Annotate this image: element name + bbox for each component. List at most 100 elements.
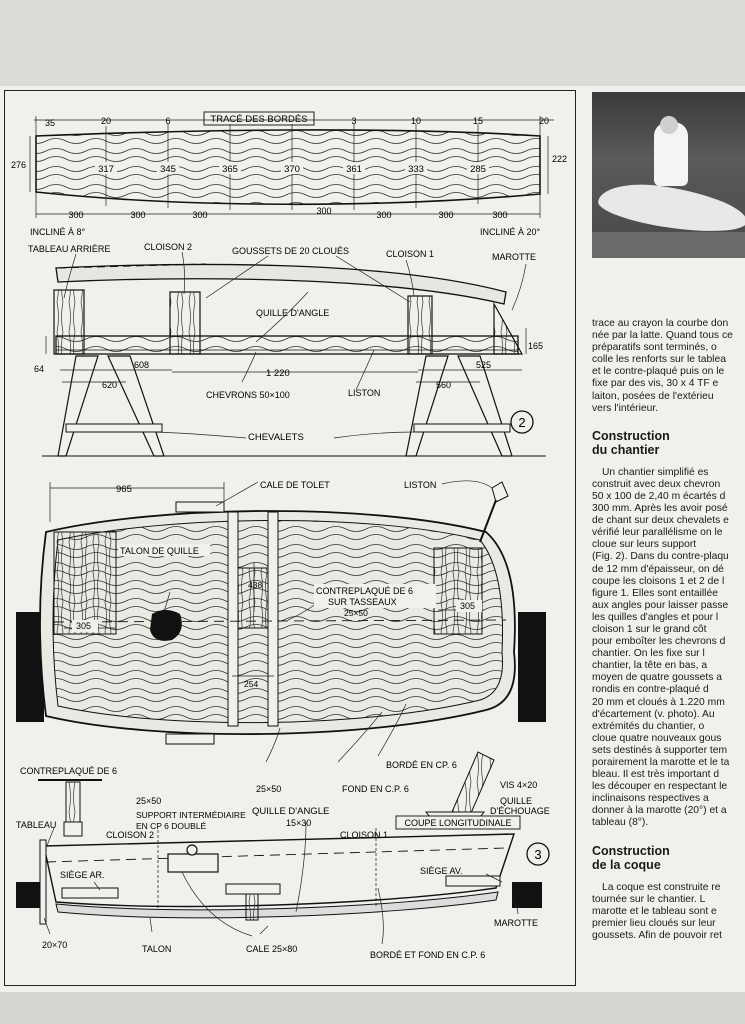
article-line: fixe par des vis, 30 x 4 TF e bbox=[592, 378, 719, 390]
fig3-borde-cp: BORDÉ EN CP. 6 bbox=[386, 760, 457, 770]
article-line: inclinaisons respectives a bbox=[592, 793, 709, 805]
fig2-liston: LISTON bbox=[348, 388, 380, 398]
fig1-top-dim: 3 bbox=[351, 116, 356, 126]
fig1-incline-left: INCLINÉ À 8° bbox=[30, 227, 86, 237]
fig1-spacing: 300 bbox=[492, 210, 507, 220]
fig3-contreplaque-tasseaux: CONTREPLAQUÉ DE 6 bbox=[316, 586, 413, 596]
scan-bottom-margin bbox=[0, 992, 745, 1024]
fig2-marotte: MAROTTE bbox=[492, 252, 536, 262]
drawing-frame bbox=[4, 90, 576, 986]
fig3-support1: SUPPORT INTERMÉDIAIRE bbox=[136, 810, 246, 820]
fig3-d25x50a: 25×50 bbox=[344, 608, 368, 618]
article-line: 20 mm et cloués à 1.220 mm bbox=[592, 696, 725, 708]
section-heading: Construction bbox=[592, 843, 670, 858]
fig3-coupe: COUPE LONGITUDINALE bbox=[404, 818, 511, 828]
article-line: figure 1. Elles sont entaillée bbox=[592, 587, 718, 599]
article-line: de 12 mm d'épaisseur, on dé bbox=[592, 563, 724, 575]
scan-top-margin bbox=[0, 0, 745, 86]
article-line: moyen de quatre goussets a bbox=[592, 672, 722, 684]
fig2-quille: QUILLE D'ANGLE bbox=[256, 308, 329, 318]
fig3-cloison1: CLOISON 1 bbox=[340, 830, 388, 840]
fig3-liston: LISTON bbox=[404, 480, 436, 490]
boat-photo bbox=[592, 92, 745, 258]
article-line: (Fig. 2). Dans du contre-plaqu bbox=[592, 551, 729, 563]
article-line: les quilles d'angles et pour l bbox=[592, 611, 719, 623]
fig2-d165: 165 bbox=[528, 341, 543, 351]
fig1-spacing: 300 bbox=[130, 210, 145, 220]
fig3-d20x70: 20×70 bbox=[42, 940, 67, 950]
fig1-title: TRACÉ DES BORDÉS bbox=[210, 114, 307, 125]
section-heading: de la coque bbox=[592, 857, 661, 872]
fig2-tableau: TABLEAU ARRIÈRE bbox=[28, 244, 110, 254]
article-line: trace au crayon la courbe don bbox=[592, 318, 729, 329]
article-line: 50 x 100 de 2,40 m écartés d bbox=[592, 490, 726, 502]
fig1-height: 345 bbox=[160, 164, 176, 175]
article-line: cloue quatre nouveaux gous bbox=[592, 732, 722, 744]
article-line: marotte et le tableau sont e bbox=[592, 905, 717, 917]
article-line: colle les renforts sur le tablea bbox=[592, 354, 726, 366]
article-line: premier lieu cloués sur leur bbox=[592, 917, 716, 929]
article-line: donner à la marotte (20°) et a bbox=[592, 805, 727, 817]
fig3-siege-av: SIÈGE AV. bbox=[420, 866, 463, 876]
fig3-quille-echouage-1: QUILLE bbox=[500, 796, 532, 806]
fig3-tableau: TABLEAU bbox=[16, 820, 56, 830]
fig1-top-dim: 20 bbox=[539, 116, 549, 126]
figure-3-coque: 3 965 CALE DE TOLET LISTON TALON DE QUIL… bbox=[16, 480, 550, 960]
fig1-top-dim: 10 bbox=[411, 116, 421, 126]
fig3-vis: VIS 4×20 bbox=[500, 780, 537, 790]
fig1-top-dim: 6 bbox=[165, 116, 170, 126]
article-line: vers l'intérieur. bbox=[592, 402, 659, 414]
fig1-spacing: 300 bbox=[192, 210, 207, 220]
article-line: rondis en contre-plaqué d bbox=[592, 684, 709, 696]
figure-2-chantier: 2 TABLEAU ARRIÈRE CLOISON 2 GOUSSETS DE … bbox=[28, 242, 546, 457]
fig1-height: 370 bbox=[284, 164, 300, 175]
article-line: née par la latte. Quand tous ce bbox=[592, 330, 733, 342]
article-line: chantier, la tête en bas, a bbox=[592, 660, 708, 672]
article-line: d'écartement (v. photo). Au bbox=[592, 708, 715, 720]
article-line: cloison 1 sur le grand côt bbox=[592, 623, 707, 635]
fig3-d305b: 305 bbox=[460, 601, 475, 611]
fig3-d965: 965 bbox=[116, 484, 132, 495]
section-heading: du chantier bbox=[592, 442, 660, 457]
article-line: construit avec deux chevron bbox=[592, 478, 721, 490]
fig1-top-dim: 35 bbox=[45, 118, 55, 128]
fig3-d438: 438 bbox=[248, 580, 262, 590]
article-line: pour emboîter les chevrons d bbox=[592, 636, 726, 648]
fig3-d254: 254 bbox=[244, 679, 258, 689]
fig2-number: 2 bbox=[518, 415, 525, 430]
fig3-siege-ar: SIÈGE AR. bbox=[60, 870, 105, 880]
fig3-sur-tasseaux: SUR TASSEAUX bbox=[328, 597, 397, 607]
article-line: aux angles pour laisser passe bbox=[592, 599, 729, 611]
fig3-cale: CALE 25×80 bbox=[246, 944, 297, 954]
article-line: tournée sur le chantier. L bbox=[592, 893, 706, 905]
fig3-contreplaque6: CONTREPLAQUÉ DE 6 bbox=[20, 766, 117, 776]
fig1-height: 285 bbox=[470, 164, 486, 175]
article-line: cloue sur leurs support bbox=[592, 539, 697, 551]
fig3-talon: TALON bbox=[142, 944, 171, 954]
article-line: La coque est construite re bbox=[602, 881, 721, 893]
article-line: 300 mm. Après les avoir posé bbox=[592, 503, 728, 515]
fig3-number: 3 bbox=[534, 847, 541, 862]
fig2-d1220: 1 220 bbox=[266, 368, 290, 379]
article-line: et le contre-plaqué puis on le bbox=[592, 366, 725, 378]
article-line: chantier. On les fixe sur l bbox=[592, 648, 705, 660]
fig3-d15x30: 15×30 bbox=[286, 818, 311, 828]
article-line: les découper en respectant le bbox=[592, 781, 728, 793]
fig3-quille-angle: QUILLE D'ANGLE bbox=[252, 806, 329, 817]
fig2-d560: 560 bbox=[436, 380, 451, 390]
fig2-cloison2: CLOISON 2 bbox=[144, 242, 192, 252]
fig2-cloison1: CLOISON 1 bbox=[386, 249, 434, 259]
article-line: vérifié leur parallélisme on le bbox=[592, 527, 723, 539]
article-line: de chant sur deux chevalets e bbox=[592, 515, 729, 527]
fig3-d305a: 305 bbox=[76, 621, 91, 631]
fig3-borde-fond: BORDÉ ET FOND EN C.P. 6 bbox=[370, 950, 485, 960]
article-line: laiton, posées de l'extérieu bbox=[592, 390, 714, 402]
fig2-d620: 620 bbox=[102, 380, 117, 390]
fig1-height: 333 bbox=[408, 164, 424, 175]
article-line: bleau. Il est très important d bbox=[592, 769, 720, 781]
fig3-quille-echouage-2: D'ÉCHOUAGE bbox=[490, 806, 550, 816]
fig1-height: 365 bbox=[222, 164, 238, 175]
fig1-end-left: 276 bbox=[11, 160, 26, 170]
article-line: porairement la marotte et le ta bbox=[592, 757, 730, 768]
article-column: trace au crayon la courbe don née par la… bbox=[592, 318, 745, 942]
